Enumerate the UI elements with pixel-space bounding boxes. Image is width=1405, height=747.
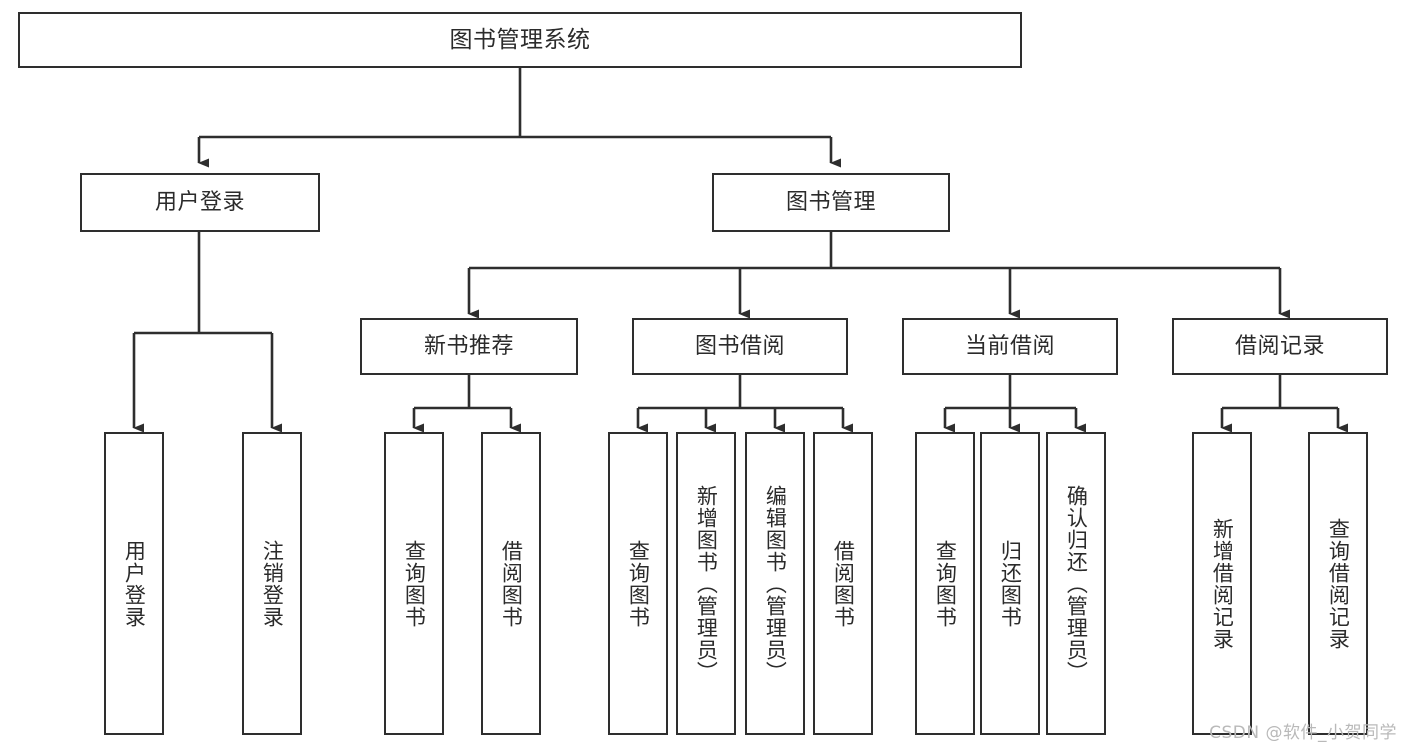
leaf-current-return-book[interactable]: 归还图书 <box>980 432 1040 735</box>
leaf-new-book-query[interactable]: 查询图书 <box>384 432 444 735</box>
leaf-current-query-book[interactable]: 查询图书 <box>915 432 975 735</box>
leaf-borrow-borrow-book[interactable]: 借阅图书 <box>813 432 873 735</box>
node-label: 编辑图书（管理员） <box>763 484 788 683</box>
node-user-login[interactable]: 用户登录 <box>80 173 320 232</box>
leaf-borrow-edit-book-admin[interactable]: 编辑图书（管理员） <box>745 432 805 735</box>
node-book-borrowing[interactable]: 图书借阅 <box>632 318 848 375</box>
node-label: 新增借阅记录 <box>1210 517 1235 650</box>
leaf-borrow-add-book-admin[interactable]: 新增图书（管理员） <box>676 432 736 735</box>
node-label: 借阅记录 <box>1234 333 1325 359</box>
leaf-records-add-record[interactable]: 新增借阅记录 <box>1192 432 1252 735</box>
node-borrowing-records[interactable]: 借阅记录 <box>1172 318 1388 375</box>
node-label: 查询借阅记录 <box>1326 517 1351 650</box>
node-book-management[interactable]: 图书管理 <box>712 173 950 232</box>
leaf-new-book-borrow[interactable]: 借阅图书 <box>481 432 541 735</box>
node-new-book-recommendation[interactable]: 新书推荐 <box>360 318 578 375</box>
node-label: 图书管理系统 <box>449 26 591 53</box>
node-label: 图书借阅 <box>694 333 785 359</box>
node-label: 查询图书 <box>626 539 651 628</box>
node-label: 图书管理 <box>785 189 876 215</box>
node-label: 借阅图书 <box>499 539 524 628</box>
leaf-records-query-record[interactable]: 查询借阅记录 <box>1308 432 1368 735</box>
node-label: 确认归还（管理员） <box>1064 484 1089 683</box>
node-label: 注销登录 <box>260 539 285 628</box>
node-label: 用户登录 <box>154 189 245 215</box>
leaf-user-login-signin[interactable]: 用户登录 <box>104 432 164 735</box>
node-label: 当前借阅 <box>964 333 1055 359</box>
node-label: 借阅图书 <box>831 539 856 628</box>
node-current-borrowing[interactable]: 当前借阅 <box>902 318 1118 375</box>
node-label: 新增图书（管理员） <box>694 484 719 683</box>
leaf-borrow-query-book[interactable]: 查询图书 <box>608 432 668 735</box>
leaf-user-login-signout[interactable]: 注销登录 <box>242 432 302 735</box>
node-label: 用户登录 <box>122 539 147 628</box>
node-label: 查询图书 <box>933 539 958 628</box>
leaf-current-confirm-return-admin[interactable]: 确认归还（管理员） <box>1046 432 1106 735</box>
node-label: 查询图书 <box>402 539 427 628</box>
node-root-book-management-system[interactable]: 图书管理系统 <box>18 12 1022 68</box>
node-label: 归还图书 <box>998 539 1023 628</box>
node-label: 新书推荐 <box>423 333 514 359</box>
